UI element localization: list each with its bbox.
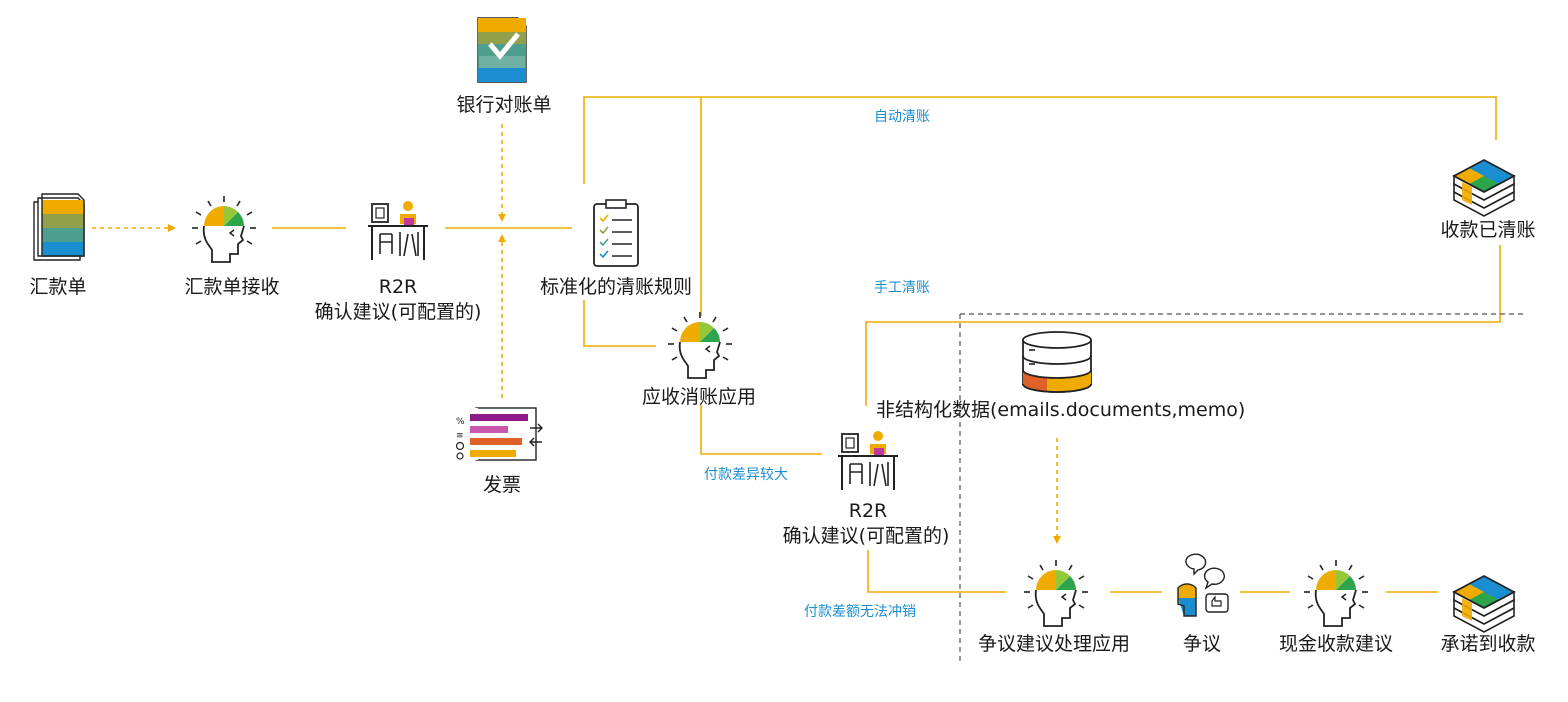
node-ar-application: 应收消账应用	[641, 386, 757, 408]
brain-head-icon	[1023, 559, 1089, 627]
cash-stack-icon	[1453, 159, 1515, 217]
edge-label-unresolvable-diff: 付款差额无法冲销	[804, 604, 916, 620]
edge-label-auto-clear: 自动清账	[874, 109, 930, 125]
node-promise-to-pay: 承诺到收款	[1440, 633, 1536, 655]
node-remittance-receive: 汇款单接收	[184, 276, 280, 298]
connectors	[272, 96, 1501, 593]
dispute-chat-icon	[1177, 553, 1229, 617]
worker-desk-icon	[367, 200, 429, 261]
edge-label-large-diff: 付款差异较大	[704, 467, 788, 483]
brain-head-icon	[667, 311, 733, 379]
node-remittance: 汇款单	[29, 276, 87, 298]
edge-label-manual-clear: 手工清账	[874, 280, 930, 296]
brain-head-icon	[1303, 559, 1369, 627]
edge-r2r-dispute	[867, 550, 1006, 593]
svg-text:≡: ≡	[456, 431, 464, 441]
svg-text:%: %	[456, 417, 465, 427]
edge-rules-cleared	[583, 96, 1497, 184]
node-clearing-rules: 标准化的清账规则	[539, 276, 693, 298]
edge-rules-ar	[583, 300, 656, 347]
node-invoice: 发票	[482, 474, 522, 496]
worker-desk-icon	[837, 430, 899, 491]
edge-ar-r2r	[700, 404, 822, 455]
node-dispute-app: 争议建议处理应用	[977, 633, 1131, 655]
brain-head-icon	[191, 195, 257, 263]
node-r2r-bottom-subtitle: 确认建议(可配置的)	[782, 525, 950, 547]
node-dispute: 争议	[1182, 633, 1222, 655]
cash-stack-icon	[1453, 575, 1515, 633]
document-stack-icon	[33, 193, 85, 261]
bank-statement-check-icon	[477, 17, 527, 83]
node-r2r-bottom-title: R2R	[848, 500, 888, 522]
node-cleared-receipt: 收款已清账	[1440, 219, 1536, 241]
node-r2r-top-title: R2R	[378, 276, 418, 298]
clipboard-checklist-icon	[593, 199, 639, 267]
database-icon	[1022, 331, 1092, 393]
node-r2r-top-subtitle: 确认建议(可配置的)	[314, 301, 482, 323]
edge-cleared-manual	[865, 245, 1501, 406]
node-bank-statement: 银行对账单	[456, 94, 552, 116]
invoice-list-icon: % ≡	[455, 407, 543, 461]
node-unstructured-data: 非结构化数据(emails.documents,memo)	[876, 399, 1246, 421]
dotted-arrows	[92, 124, 1061, 544]
node-cash-proposal: 现金收款建议	[1278, 633, 1394, 655]
region-divider	[959, 313, 1524, 665]
